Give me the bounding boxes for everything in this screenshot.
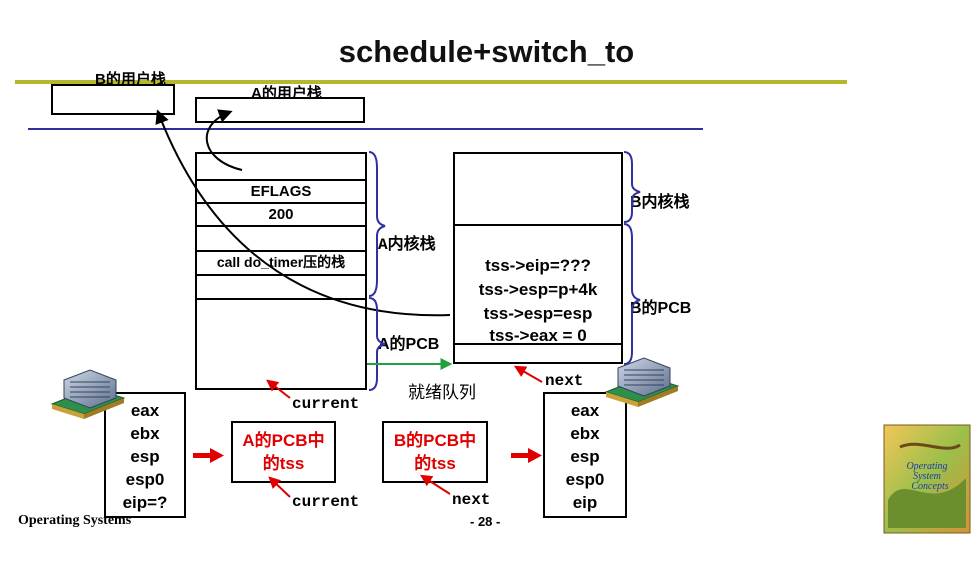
page-number: - 28 - (470, 514, 501, 529)
a-pcb-brace (368, 297, 386, 391)
register: eip (572, 493, 598, 512)
a-kernel-stack-label: A内核栈 (378, 236, 436, 254)
a-stack-cell (197, 154, 365, 181)
cpu-registers-right: eax ebx esp esp0 eip (543, 392, 627, 518)
footer-course-name: Operating Systems (18, 513, 132, 528)
b-tss-line: B的PCB中 (393, 431, 477, 450)
cpu-registers-left: eax ebx esp esp0 eip=? (104, 392, 186, 518)
user-kernel-divider (28, 128, 703, 130)
a-stack-cell-do-timer: call do_timer压的栈 (197, 252, 365, 276)
b-pcb-label: B的PCB (630, 300, 692, 317)
register: esp0 (125, 470, 165, 489)
b-pcb-divider (455, 343, 621, 345)
b-pcb-line: tss->esp=p+4k (478, 280, 598, 299)
return-to-user-a-arrow (205, 109, 243, 171)
register: eax (130, 401, 160, 420)
current-arrow-top (266, 379, 291, 399)
b-tss-line: 的tss (414, 454, 456, 473)
a-tss-box: A的PCB中 的tss (231, 421, 336, 483)
b-kernel-stack-label: B内核栈 (630, 194, 690, 211)
b-tss-box: B的PCB中 的tss (382, 421, 488, 483)
register: esp (570, 447, 600, 466)
load-from-b-tss-arrow (511, 448, 542, 463)
register: esp0 (565, 470, 605, 489)
cpu-chip-icon-left (50, 369, 126, 419)
cpu-chip-icon-right (604, 357, 680, 407)
register: eax (570, 401, 600, 420)
user-stack-b-label: B的用户栈 (95, 71, 166, 88)
current-pointer-top: current (292, 395, 360, 413)
save-to-a-tss-arrow (193, 448, 224, 463)
title-underline (15, 80, 847, 84)
a-kernel-stack: EFLAGS 200 call do_timer压的栈 (195, 152, 367, 390)
register: ebx (570, 424, 600, 443)
b-pcb-line: tss->eip=??? (485, 256, 591, 275)
a-stack-cell-eflags: EFLAGS (197, 181, 365, 204)
book-title-line: Operating (906, 461, 947, 472)
b-pcb-line: tss->eax = 0 (489, 326, 587, 345)
a-tss-line: A的PCB中 (242, 431, 325, 450)
b-pcb-brace (623, 223, 641, 365)
b-stack-upper (455, 154, 621, 226)
a-tss-line: 的tss (262, 454, 305, 473)
b-pcb-line: tss->esp=esp (483, 304, 593, 323)
b-kernel-stack: tss->eip=??? tss->esp=p+4k tss->esp=esp … (453, 152, 623, 364)
os-concepts-book-icon: Operating System Concepts (883, 424, 971, 534)
book-title-line: Concepts (911, 481, 948, 492)
a-stack-cell (197, 227, 365, 252)
slide-title: schedule+switch_to (338, 34, 635, 69)
current-arrow-bottom (268, 476, 291, 498)
register: eip=? (122, 493, 168, 512)
a-pcb-label: A的PCB (378, 336, 440, 353)
next-arrow-top (513, 365, 543, 383)
next-pointer-top: next (545, 372, 584, 390)
switch-stack-arrow (155, 109, 451, 317)
a-stack-cell-200: 200 (197, 204, 365, 227)
current-pointer-bottom: current (292, 493, 360, 511)
next-pointer-bottom: next (452, 491, 491, 509)
a-kernel-stack-brace (368, 151, 386, 297)
register: ebx (130, 424, 160, 443)
next-arrow-bottom (419, 474, 451, 495)
a-stack-cell (197, 276, 365, 300)
user-stack-b (51, 84, 175, 115)
b-kernel-stack-brace (623, 151, 641, 223)
ready-queue-label: 就绪队列 (408, 383, 476, 402)
book-title-line: System (913, 471, 941, 482)
register: esp (130, 447, 160, 466)
